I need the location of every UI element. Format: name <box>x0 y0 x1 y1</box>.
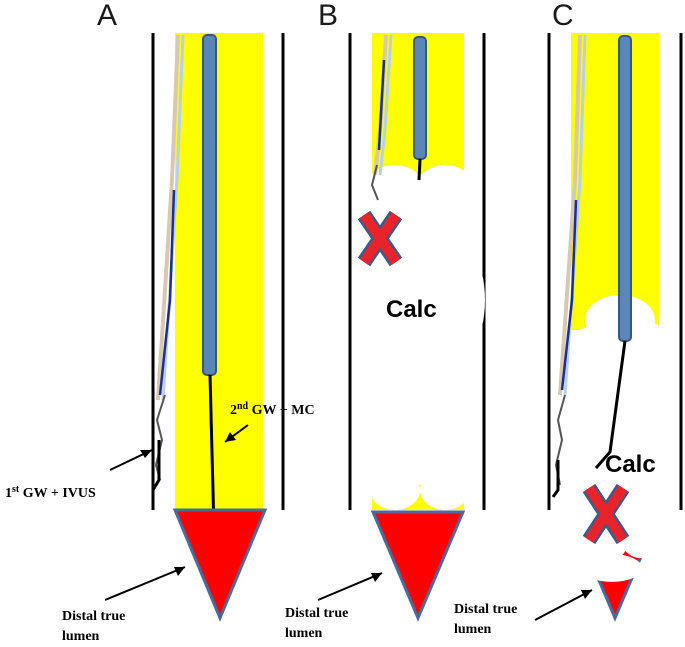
lumen-track <box>175 33 263 510</box>
calc-label-b: Calc <box>386 296 437 323</box>
ivus-catheter <box>370 34 393 201</box>
second-guidewire <box>417 158 422 181</box>
label-distal-a-line1: Distal true <box>62 609 125 624</box>
panel-c: C Calc <box>454 0 683 637</box>
label-distal-b-line1: Distal true <box>285 606 348 621</box>
label-distal-a-line2: lumen <box>62 629 100 644</box>
label-distal-c-line2: lumen <box>454 622 492 637</box>
second-guidewire <box>594 340 627 469</box>
ivus-catheter <box>551 34 587 498</box>
arrowhead-distal-b <box>371 573 382 582</box>
label-distal-b-line2: lumen <box>285 626 323 641</box>
label-second-gw: 2nd GW + MC <box>230 401 315 418</box>
panel-b: B <box>285 0 486 641</box>
microcatheter <box>202 34 217 376</box>
label-first-gw: 1st GW + IVUS <box>5 484 96 501</box>
panel-label-b: B <box>318 0 338 32</box>
distal-true-lumen <box>172 508 268 622</box>
calc-label-c: Calc <box>605 451 656 478</box>
arrow-distal-a <box>104 566 186 601</box>
panel-label-c: C <box>552 0 574 32</box>
blocked-x-mark <box>357 210 403 267</box>
arrow-distal-b <box>317 572 383 601</box>
label-distal-c-line1: Distal true <box>454 602 517 617</box>
microcatheter <box>413 36 427 160</box>
arrowhead-distal-c <box>581 590 592 599</box>
panel-a: A 1st GW + IVUS 2nd GW + MC Distal true <box>5 0 315 644</box>
arrowhead-distal-a <box>174 567 185 576</box>
microcatheter <box>618 35 632 342</box>
ivus-catheter <box>151 34 185 491</box>
arrowhead-second-gw <box>225 432 236 442</box>
panel-label-a: A <box>97 0 117 32</box>
distal-true-lumen <box>370 510 466 622</box>
arrowhead-first-gw <box>140 450 152 458</box>
arrow-distal-c <box>534 589 593 621</box>
calcium-cloud <box>353 165 485 510</box>
blocked-x-mark <box>582 483 630 545</box>
